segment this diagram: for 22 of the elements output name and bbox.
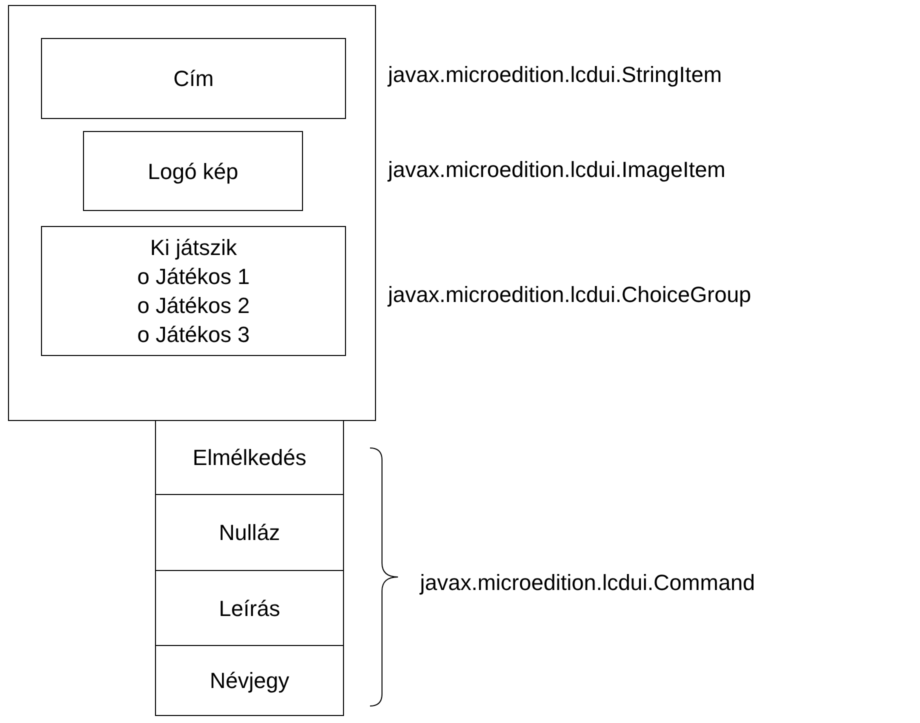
box-text: Leírás: [218, 594, 280, 622]
box-text: o Játékos 3: [137, 321, 250, 349]
box-text: Logó kép: [148, 158, 238, 186]
command-box: [155, 494, 344, 571]
box-text: Elmélkedés: [192, 444, 306, 472]
item-box: [41, 226, 346, 356]
class-name-label: javax.microedition.lcdui.Command: [420, 569, 756, 597]
class-name-label: javax.microedition.lcdui.ChoiceGroup: [388, 281, 752, 309]
box-text: Nulláz: [218, 519, 280, 547]
class-name-label: javax.microedition.lcdui.ImageItem: [388, 156, 726, 184]
box-text: o Játékos 1: [137, 263, 250, 291]
class-name-label: javax.microedition.lcdui.StringItem: [388, 61, 722, 89]
box-text: o Játékos 2: [137, 292, 250, 320]
item-box: [83, 131, 303, 211]
box-text: Ki játszik: [150, 234, 237, 262]
screen-frame: [8, 5, 376, 421]
item-box: [41, 38, 346, 119]
box-text: Névjegy: [210, 667, 290, 695]
command-box: [155, 420, 344, 495]
command-box: [155, 645, 344, 716]
command-box: [155, 570, 344, 646]
box-text: Cím: [173, 65, 214, 93]
